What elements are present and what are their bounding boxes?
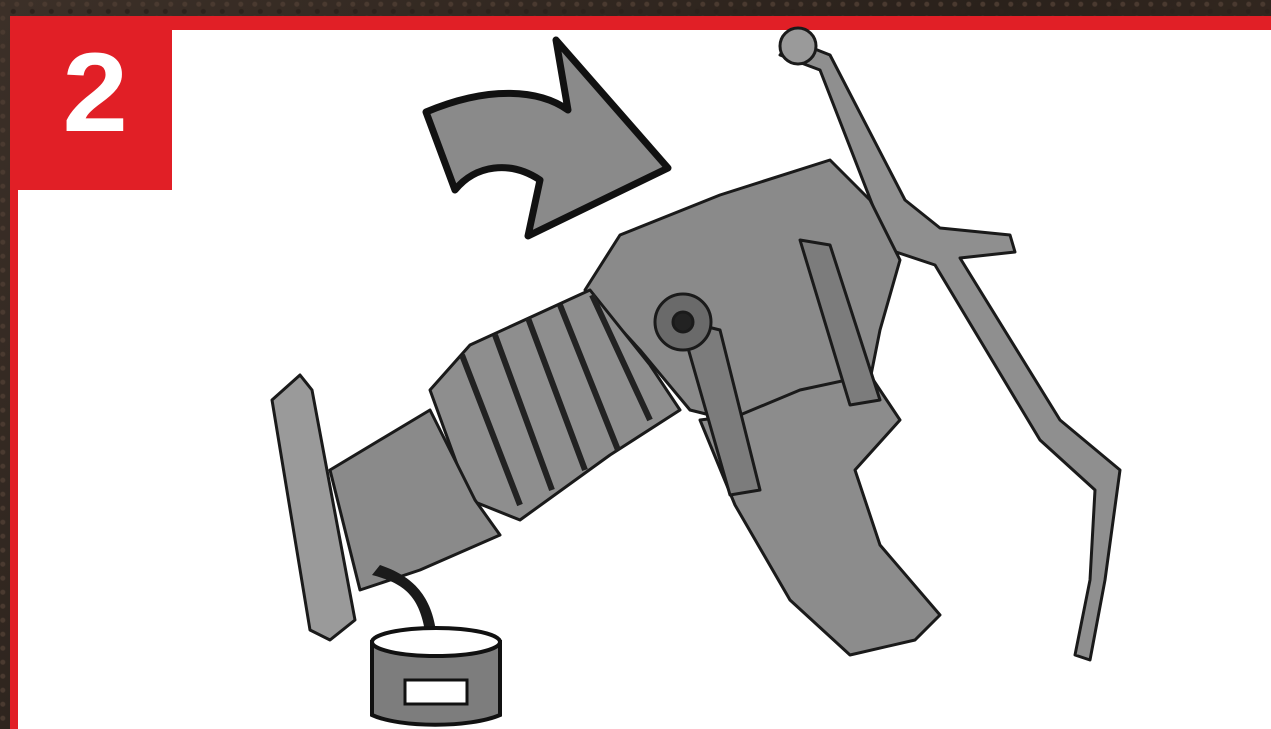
drain-container (372, 628, 500, 725)
rotate-arrow-icon (426, 40, 668, 236)
rammer-machine (272, 28, 1120, 660)
